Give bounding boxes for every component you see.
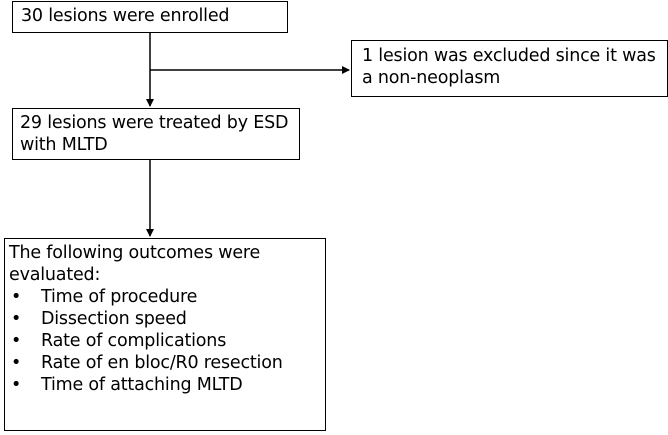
outcome-item: • Rate of en bloc/R0 resection bbox=[9, 352, 321, 374]
outcome-item: • Time of attaching MLTD bbox=[9, 374, 321, 396]
outcomes-list: • Time of procedure • Dissection speed •… bbox=[9, 286, 321, 396]
outcome-label: Rate of en bloc/R0 resection bbox=[41, 353, 283, 373]
bullet: • bbox=[11, 331, 22, 351]
excluded-text: 1 lesion was excluded since it was a non… bbox=[362, 46, 656, 88]
outcome-label: Rate of complications bbox=[41, 331, 227, 351]
outcome-item: • Dissection speed bbox=[9, 308, 321, 330]
excluded-box: 1 lesion was excluded since it was a non… bbox=[351, 40, 668, 97]
enrolled-text: 30 lesions were enrolled bbox=[21, 6, 230, 26]
outcome-label: Time of attaching MLTD bbox=[41, 375, 243, 395]
bullet: • bbox=[11, 309, 22, 329]
outcomes-heading: The following outcomes were evaluated: bbox=[9, 243, 261, 285]
treated-text: 29 lesions were treated by ESD with MLTD bbox=[20, 113, 289, 155]
outcome-label: Time of procedure bbox=[41, 287, 198, 307]
outcome-item: • Rate of complications bbox=[9, 330, 321, 352]
enrolled-box: 30 lesions were enrolled bbox=[12, 1, 288, 33]
outcomes-box: The following outcomes were evaluated: •… bbox=[4, 238, 326, 431]
bullet: • bbox=[11, 375, 22, 395]
treated-box: 29 lesions were treated by ESD with MLTD bbox=[12, 108, 300, 160]
outcome-item: • Time of procedure bbox=[9, 286, 321, 308]
outcome-label: Dissection speed bbox=[41, 309, 187, 329]
bullet: • bbox=[11, 287, 22, 307]
bullet: • bbox=[11, 353, 22, 373]
